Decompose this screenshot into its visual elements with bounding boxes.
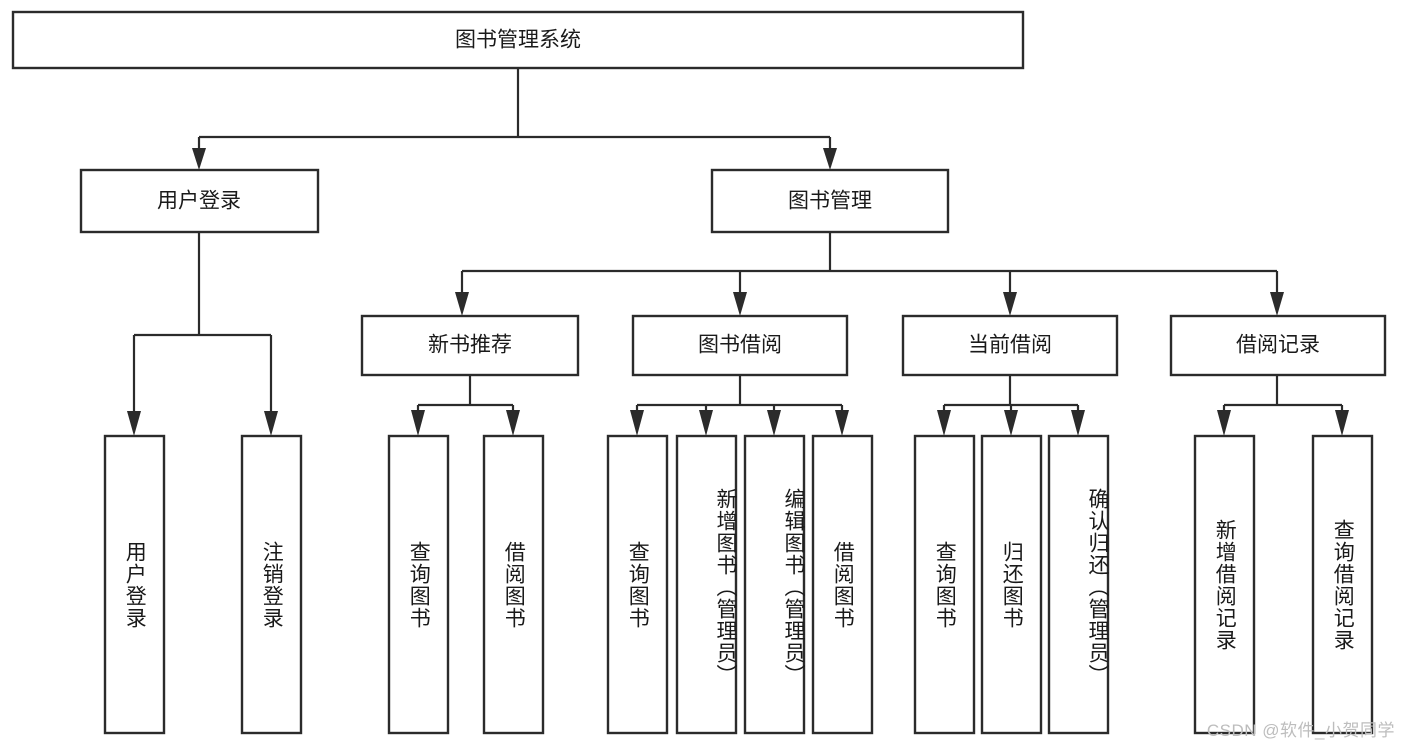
node-root-box[interactable] (11, 10, 1025, 70)
node-borrow-record[interactable]: 借阅记录 (1169, 314, 1387, 377)
node-root-label: 图书管理系统 (455, 29, 581, 52)
node-new-book-rec[interactable]: 新书推荐 (360, 314, 580, 377)
node-leaf-query-book-1-box[interactable] (387, 434, 450, 735)
node-leaf-query-record-box[interactable] (1311, 434, 1374, 735)
arrow-head-leaf-user-logout (264, 411, 278, 436)
arrow-head-leaf-borrow-book-1 (506, 410, 520, 436)
node-user-login-box[interactable] (79, 168, 320, 234)
arrow-head-leaf-confirm-return (1071, 410, 1085, 436)
edge-group-root (192, 68, 837, 170)
node-borrow-record-label: 借阅记录 (1236, 334, 1320, 357)
edge-group-bookmanage (455, 232, 1284, 316)
arrow-head-leaf-query-book-1 (411, 410, 425, 436)
node-book-borrow-label: 图书借阅 (698, 334, 782, 357)
node-new-book-rec-label: 新书推荐 (428, 334, 512, 357)
node-leaf-user-login-box[interactable] (103, 434, 166, 735)
edge-group-bookborrow (630, 375, 849, 436)
node-current-borrow-label: 当前借阅 (968, 334, 1052, 357)
edge-group-userlogin (127, 232, 278, 436)
arrow-head-book-borrow (733, 292, 747, 316)
node-borrow-record-box[interactable] (1169, 314, 1387, 377)
leaf-boxes (103, 434, 1374, 735)
node-new-book-rec-box[interactable] (360, 314, 580, 377)
node-leaf-query-book-2-box[interactable] (606, 434, 669, 735)
node-leaf-add-record-box[interactable] (1193, 434, 1256, 735)
node-book-manage[interactable]: 图书管理 (710, 168, 950, 234)
csdn-watermark: CSDN @软件_小贺同学 (1206, 721, 1395, 740)
node-leaf-user-logout-box[interactable] (240, 434, 303, 735)
arrow-head-leaf-user-login (127, 411, 141, 436)
arrow-head-leaf-edit-book (767, 410, 781, 436)
node-leaf-edit-book-box[interactable] (743, 434, 806, 735)
arrow-head-leaf-query-book-2 (630, 410, 644, 436)
arrow-head-bookmanage (823, 148, 837, 170)
edge-group-borrowrecord (1217, 375, 1349, 436)
node-leaf-add-book-box[interactable] (675, 434, 738, 735)
arrow-head-current-borrow (1003, 292, 1017, 316)
arrow-head-new-book-rec (455, 292, 469, 316)
arrow-head-userlogin (192, 148, 206, 170)
node-leaf-return-book-box[interactable] (980, 434, 1043, 735)
edge-group-currentborrow (937, 375, 1085, 436)
node-book-manage-box[interactable] (710, 168, 950, 234)
node-leaf-borrow-book-1-box[interactable] (482, 434, 545, 735)
arrow-head-leaf-borrow-book-2 (835, 410, 849, 436)
node-leaf-borrow-book-2-box[interactable] (811, 434, 874, 735)
node-user-login-label: 用户登录 (157, 190, 241, 213)
node-user-login[interactable]: 用户登录 (79, 168, 320, 234)
node-current-borrow-box[interactable] (901, 314, 1119, 377)
node-book-manage-label: 图书管理 (788, 190, 872, 213)
node-current-borrow[interactable]: 当前借阅 (901, 314, 1119, 377)
arrow-head-leaf-add-book (699, 410, 713, 436)
arrow-head-leaf-return-book (1004, 410, 1018, 436)
node-leaf-query-book-3-box[interactable] (913, 434, 976, 735)
node-root[interactable]: 图书管理系统 (11, 10, 1025, 70)
arrow-head-leaf-add-record (1217, 410, 1231, 436)
arrow-head-borrow-record (1270, 292, 1284, 316)
node-book-borrow[interactable]: 图书借阅 (631, 314, 849, 377)
arrow-head-leaf-query-book-3 (937, 410, 951, 436)
node-leaf-confirm-return-box[interactable] (1047, 434, 1110, 735)
arrow-head-leaf-query-record (1335, 410, 1349, 436)
node-book-borrow-box[interactable] (631, 314, 849, 377)
edge-group-newbook (411, 375, 520, 436)
